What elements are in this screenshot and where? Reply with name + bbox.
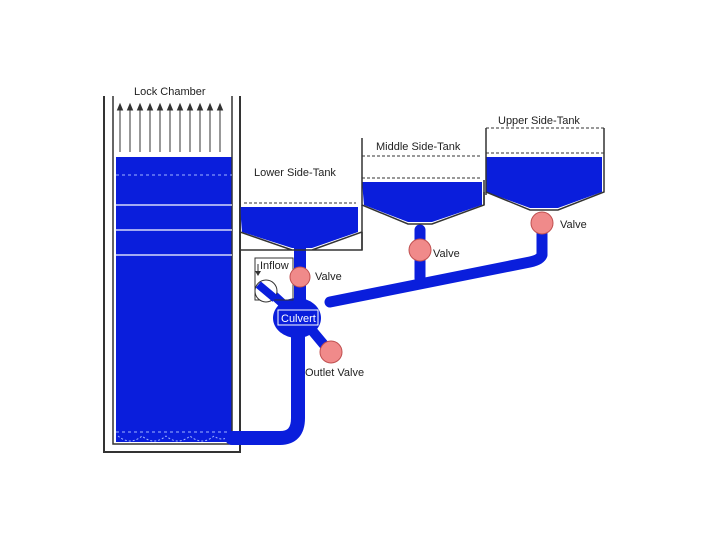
rising-arrow-icon xyxy=(216,102,224,111)
lock-chamber-bottom-inlet xyxy=(117,435,231,442)
rising-arrow-icon xyxy=(156,102,164,111)
culvert-label-box xyxy=(277,309,319,326)
lock-chamber-level-lines-solid xyxy=(116,204,232,256)
middle-tank-label: Middle Side-Tank xyxy=(376,141,461,153)
culvert-label: Culvert xyxy=(281,313,316,325)
lock-chamber-label: Lock Chamber xyxy=(134,86,206,98)
lower-side-tank: Lower Side-Tank xyxy=(239,167,363,251)
valve-upper-label: Valve xyxy=(560,219,587,231)
upper-tank-walls xyxy=(485,128,605,211)
upper-side-tank: Upper Side-Tank xyxy=(485,115,605,211)
upper-tank-label: Upper Side-Tank xyxy=(498,115,580,127)
lower-tank-label: Lower Side-Tank xyxy=(254,167,336,179)
lock-chamber-walls xyxy=(103,96,241,453)
lock-chamber-water xyxy=(116,157,232,442)
valve-upper[interactable] xyxy=(530,211,554,235)
middle-side-tank: Middle Side-Tank xyxy=(361,138,485,225)
valve-middle[interactable] xyxy=(408,238,432,262)
valve-lower[interactable] xyxy=(289,266,311,288)
culvert-junction: Culvert xyxy=(273,298,321,338)
rising-arrow-icon xyxy=(176,102,184,111)
rising-arrow-icon xyxy=(196,102,204,111)
lower-tank-water xyxy=(240,207,358,248)
rising-arrow-icon xyxy=(146,102,154,111)
middle-tank-water xyxy=(362,182,482,222)
valve-lower-label: Valve xyxy=(315,271,342,283)
valve-middle-label: Valve xyxy=(433,248,460,260)
valves: Valve Valve Valve Outlet Valve xyxy=(289,211,587,379)
rising-arrow-icon xyxy=(206,102,214,111)
upper-tank-water xyxy=(486,157,602,208)
rising-arrow-icon xyxy=(116,102,124,111)
outlet-valve-label: Outlet Valve xyxy=(305,367,364,379)
main-culvert-pipe xyxy=(225,311,305,445)
inflow-label: Inflow xyxy=(260,260,289,272)
inflow-arrow-icon xyxy=(255,271,261,276)
inflow-gate: Inflow xyxy=(254,257,294,303)
step-walls xyxy=(239,192,485,262)
inflow-gate-blade xyxy=(255,281,278,302)
lock-chamber-inner-walls xyxy=(112,96,233,445)
rising-arrow-icon xyxy=(166,102,174,111)
valve-outlet[interactable] xyxy=(319,340,343,364)
upper-tank-pipe xyxy=(324,222,548,308)
rising-arrow-icon xyxy=(136,102,144,111)
lock-chamber: Lock Chamber xyxy=(103,86,241,453)
rising-arrow-icon xyxy=(186,102,194,111)
rising-water-arrows xyxy=(116,102,224,152)
rising-arrow-icon xyxy=(126,102,134,111)
